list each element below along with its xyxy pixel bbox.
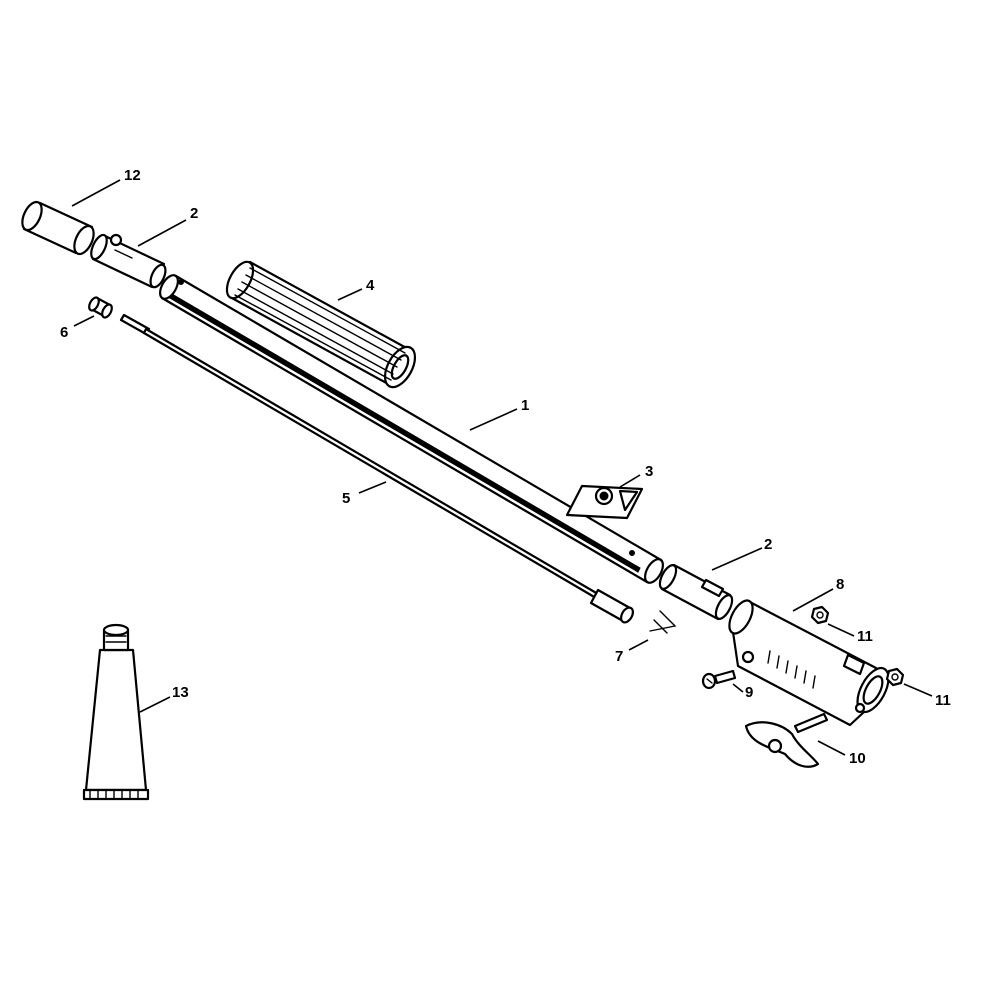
part-9-screw[interactable] [701, 669, 737, 690]
callout-12: 12 [124, 167, 141, 184]
part-2-coupling-top[interactable] [88, 233, 168, 290]
callout-5: 5 [342, 490, 350, 507]
callout-8: 8 [836, 576, 844, 593]
leader-lines [71, 179, 933, 756]
callout-10: 10 [849, 750, 866, 767]
part-10-wing-screw[interactable] [744, 712, 829, 768]
part-11-nut-a[interactable] [810, 605, 830, 625]
part-2-coupling-bottom[interactable] [657, 563, 736, 622]
part-7-clip[interactable] [649, 610, 677, 634]
part-4-grip[interactable] [222, 258, 422, 392]
callout-9: 9 [745, 684, 753, 701]
part-13-grease-tube[interactable] [82, 623, 150, 801]
callout-13: 13 [172, 684, 189, 701]
part-8-clamp-housing[interactable] [725, 597, 895, 727]
part-6-bushing[interactable] [87, 296, 114, 319]
part-3-warning-label[interactable] [565, 484, 644, 520]
part-5-drive-shaft[interactable] [119, 313, 635, 624]
callout-2-top: 2 [190, 205, 198, 222]
callout-1: 1 [521, 397, 529, 414]
callout-4: 4 [366, 277, 375, 294]
callout-6: 6 [60, 324, 68, 341]
callout-11-b: 11 [935, 692, 951, 709]
callout-3: 3 [645, 463, 653, 480]
callout-7: 7 [615, 648, 623, 665]
part-1-drive-tube[interactable] [156, 272, 666, 586]
callout-11-a: 11 [857, 628, 873, 645]
callout-2-bottom: 2 [764, 536, 772, 553]
part-12-end-cap[interactable] [18, 199, 97, 257]
callout-numbers: 12 2 4 6 1 3 5 2 8 11 11 7 9 10 13 [60, 167, 951, 767]
part-11-nut-b[interactable] [885, 667, 905, 687]
